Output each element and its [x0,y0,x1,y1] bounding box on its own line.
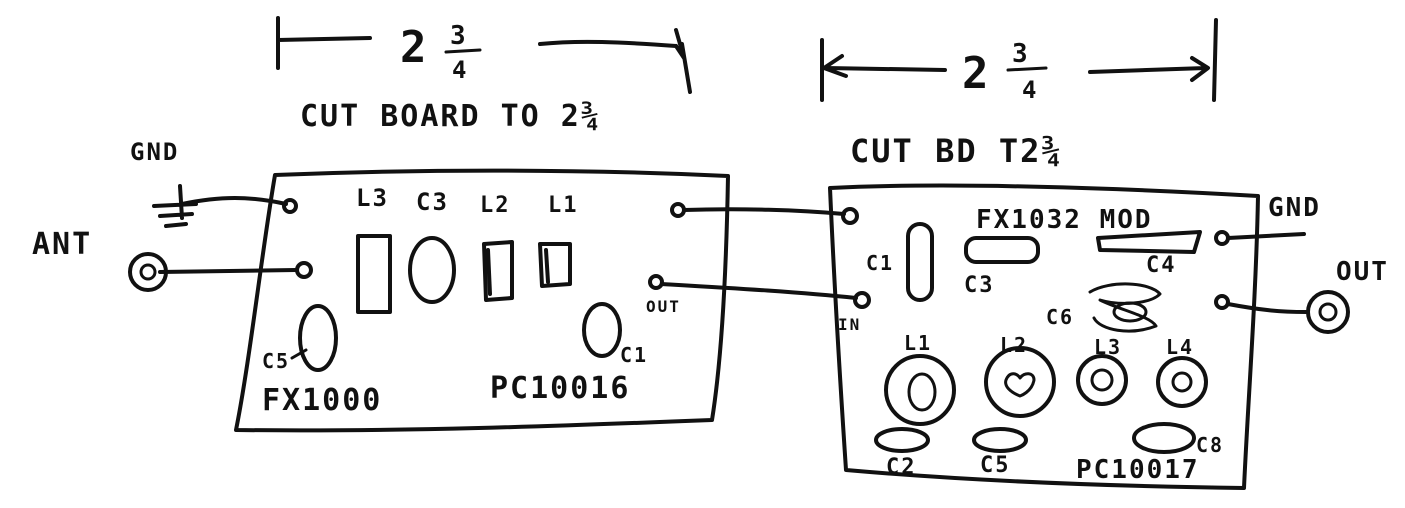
dimension-left: 2 3 4 [276,16,692,94]
right-gnd-wire [1226,232,1306,240]
dimension-left-whole: 2 [400,22,429,73]
antenna-wire [158,268,298,274]
capacitor-right-c8 [1132,422,1196,454]
dimension-left-numerator: 3 [450,21,468,51]
dimension-right-numerator: 3 [1012,39,1030,69]
capacitor-right-c2 [874,427,930,453]
left-component-label-l2: L2 [480,193,511,218]
left-component-label-l1: L1 [548,193,579,218]
output-connector [1306,290,1350,334]
right-board-in-terminal [853,291,871,309]
output-connector-center [1318,302,1338,322]
ground-symbol [152,184,288,228]
left-board-out-terminal [648,274,664,290]
right-board-outline [828,183,1260,490]
capacitor-right-c4 [1096,230,1202,254]
coil-right-l1 [884,354,956,426]
coil-right-l3-core [1090,368,1114,392]
dimension-left-fraction-bar [444,48,482,54]
capacitor-right-c6-label: C6 [1046,305,1074,329]
dimension-right: 2 3 4 [820,18,1218,104]
interboard-wire-top [682,207,846,216]
left-cut-caption: CUT BOARD TO 2¾ [300,99,601,134]
left-component-label-l3: L3 [356,184,389,212]
capacitor-right-c3-label: C3 [964,273,995,298]
capacitor-right-c5 [972,427,1028,453]
capacitor-right-c1 [906,222,934,302]
dimension-right-end-arrow [1088,18,1218,102]
left-gnd-label: GND [130,138,179,166]
right-board: FX1032 MOD GND OUT IN C1 C3 C4 C6 L1 L2 … [828,183,1389,490]
capacitor-right-c8-label: C8 [1196,433,1224,457]
capacitor-c5-label: C5 [262,349,290,373]
right-board-left-terminal-top [841,207,859,225]
interboard-wire-signal [660,282,858,300]
coil-right-l3 [1076,354,1128,406]
left-board-pc-number: PC10016 [490,371,630,406]
antenna-terminal [295,261,313,279]
coil-right-l2-core [1004,372,1036,398]
capacitor-right-c2-label: C2 [886,455,917,480]
capacitor-right-c6 [1088,282,1162,333]
antenna-connector-center [139,263,157,281]
capacitor-c5-leader [290,348,308,360]
right-board-mod-label: FX1032 MOD [976,205,1153,235]
capacitor-c1-label: C1 [620,343,648,367]
coil-l1 [538,242,572,288]
capacitor-c1 [582,302,622,358]
dimension-right-denominator: 4 [1022,76,1038,104]
dimension-left-denominator: 4 [452,56,468,84]
dimension-left-start-line [276,16,372,70]
dimension-right-whole: 2 [962,48,991,99]
left-board-out-label: OUT [646,297,681,316]
dimension-right-fraction-bar [1006,66,1048,72]
left-gnd-terminal [282,198,298,214]
capacitor-right-c3 [964,236,1040,264]
dimension-left-arrowhead [674,28,692,94]
dimension-left-end-line [538,39,678,48]
right-board-in-label: IN [838,315,861,334]
left-board: GND ANT L3 C3 L2 L1 C5 C1 OUT FX1000 PC1… [32,138,730,433]
coil-right-l2 [984,346,1056,418]
coil-right-l4-core [1171,371,1193,393]
capacitor-right-c1-label: C1 [866,251,894,275]
left-ant-label: ANT [32,227,92,262]
coil-right-l4-label: L4 [1166,335,1194,359]
right-out-wire [1226,302,1308,314]
coil-right-l1-core [907,372,937,412]
coil-right-l1-label: L1 [904,331,932,355]
coil-l2 [482,240,514,302]
right-out-label: OUT [1336,257,1389,287]
right-gnd-label: GND [1268,193,1321,223]
right-cut-caption: CUT BD T2¾ [850,132,1063,170]
right-board-out-terminal [1214,294,1230,310]
capacitor-c3 [408,236,456,304]
capacitor-c5 [298,304,338,372]
capacitor-right-c5-label: C5 [980,453,1011,478]
capacitor-right-c4-label: C4 [1146,253,1177,278]
capacitor-right-c6-core [1112,301,1148,323]
left-component-label-c3: C3 [416,188,449,216]
left-board-outline [234,168,730,433]
dimension-right-start-arrow [822,54,947,78]
coil-l3 [356,234,392,314]
coil-right-l4 [1156,356,1208,408]
right-board-pc-number: PC10017 [1076,455,1200,485]
left-board-part-number: FX1000 [262,383,382,418]
